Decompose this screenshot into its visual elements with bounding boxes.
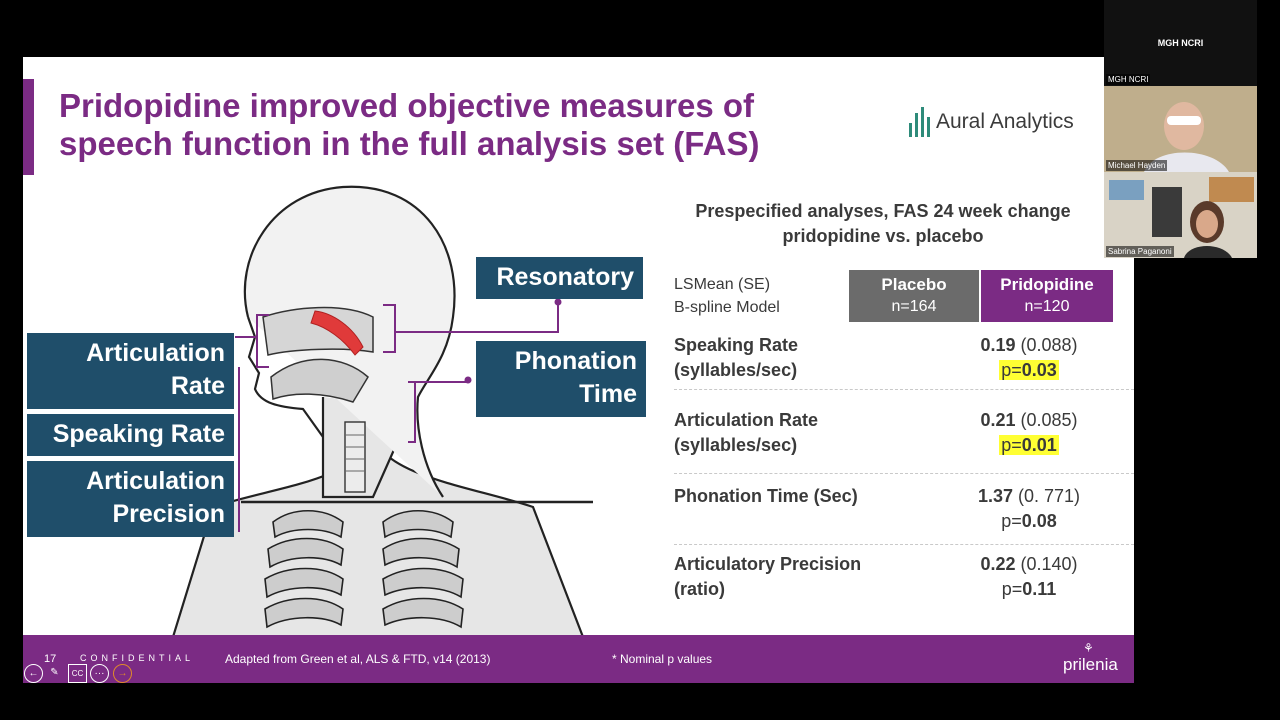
- row-divider: [674, 389, 1134, 390]
- nominal-note: * Nominal p values: [612, 652, 713, 666]
- video-header-name: MGH NCRI: [1157, 38, 1204, 48]
- column-placebo-n: n=164: [891, 298, 937, 315]
- row-label: Phonation Time (Sec): [674, 486, 858, 506]
- page-number: 17: [44, 653, 57, 665]
- model-label: B-spline Model: [674, 299, 780, 316]
- slide-title: Pridopidine improved objective measures …: [59, 87, 760, 162]
- pen-icon[interactable]: ✎: [50, 667, 59, 678]
- confidential-label: CONFIDENTIAL: [80, 653, 195, 663]
- row-divider: [674, 544, 1134, 545]
- row-label: Articulation Rate (syllables/sec): [674, 410, 819, 455]
- row-label: Speaking Rate (syllables/sec): [674, 335, 799, 380]
- row-label: Articulatory Precision (ratio): [674, 554, 862, 599]
- slide-footer: 17 CONFIDENTIAL Adapted from Green et al…: [23, 635, 1134, 683]
- resonatory-marker: [554, 298, 562, 306]
- row-divider: [674, 473, 1134, 474]
- source-note: Adapted from Green et al, ALS & FTD, v14…: [225, 652, 491, 666]
- video-tile-michael[interactable]: Michael Hayden: [1104, 86, 1257, 172]
- participant-name: Michael Hayden: [1106, 160, 1168, 171]
- row-value: 0.19 (0.088) p=0.03: [980, 335, 1078, 380]
- p-value-highlight: p=0.03: [999, 360, 1059, 380]
- lsmean-label: LSMean (SE): [674, 276, 771, 293]
- column-pridopidine-n: n=120: [1024, 298, 1070, 315]
- label-speaking-rate: Speaking Rate: [27, 414, 234, 456]
- column-pridopidine: Pridopidine n=120: [981, 270, 1113, 322]
- column-placebo: Placebo n=164: [849, 270, 979, 322]
- table-heading: Prespecified analyses, FAS 24 week chang…: [695, 201, 1071, 246]
- aural-analytics-logo: Aural Analytics: [909, 107, 1074, 137]
- prilenia-logo: prilenia: [1063, 655, 1118, 674]
- participant-name: Sabrina Paganoni: [1106, 246, 1174, 257]
- label-articulation-precision: Articulation Precision: [27, 461, 234, 537]
- row-value: 1.37 (0. 771) p=0.08: [977, 486, 1081, 531]
- video-tile-sabrina[interactable]: Sabrina Paganoni: [1104, 172, 1257, 258]
- aural-logo-text: Aural Analytics: [936, 110, 1074, 133]
- column-pridopidine-name: Pridopidine: [1000, 275, 1094, 294]
- participant-video-icon: [1104, 172, 1257, 258]
- p-value-highlight: p=0.01: [999, 435, 1059, 455]
- column-placebo-name: Placebo: [881, 275, 947, 294]
- label-phonation-time: Phonation Time: [476, 341, 646, 417]
- phonation-marker: [464, 376, 472, 384]
- video-header-tile[interactable]: MGH NCRI MGH NCRI: [1104, 0, 1257, 86]
- prilenia-logo-icon: ⚘: [1083, 641, 1094, 655]
- video-tile-label: MGH NCRI: [1106, 74, 1151, 85]
- title-accent-bar: [23, 79, 34, 175]
- anatomy-figure: [171, 185, 593, 637]
- aural-logo-icon: [909, 107, 930, 137]
- cc-icon[interactable]: CC: [68, 664, 87, 683]
- lsmean-labels: LSMean (SE) B-spline Model: [674, 273, 780, 319]
- participant-video-icon: [1104, 86, 1257, 172]
- more-icon[interactable]: ···: [90, 664, 109, 683]
- back-icon[interactable]: ←: [24, 664, 43, 683]
- slide: Pridopidine improved objective measures …: [23, 57, 1134, 683]
- forward-icon[interactable]: →: [113, 664, 132, 683]
- row-value: 0.22 (0.140) p=0.11: [980, 554, 1078, 599]
- label-resonatory: Resonatory: [476, 257, 643, 299]
- label-articulation-rate: Articulation Rate: [27, 333, 234, 409]
- row-value: 0.21 (0.085) p=0.01: [980, 410, 1078, 455]
